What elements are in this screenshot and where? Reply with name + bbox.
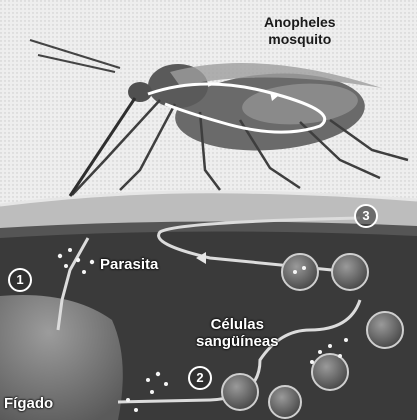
step-1-marker: 1 xyxy=(8,268,32,292)
mosquito-label: Anopheles mosquito xyxy=(264,14,336,48)
step-3-marker: 3 xyxy=(354,204,378,228)
liver-label: Fígado xyxy=(4,395,53,412)
blood-cells-label: Células sangüíneas xyxy=(196,316,279,350)
parasite-label: Parasita xyxy=(100,256,158,273)
step-2-marker: 2 xyxy=(188,366,212,390)
